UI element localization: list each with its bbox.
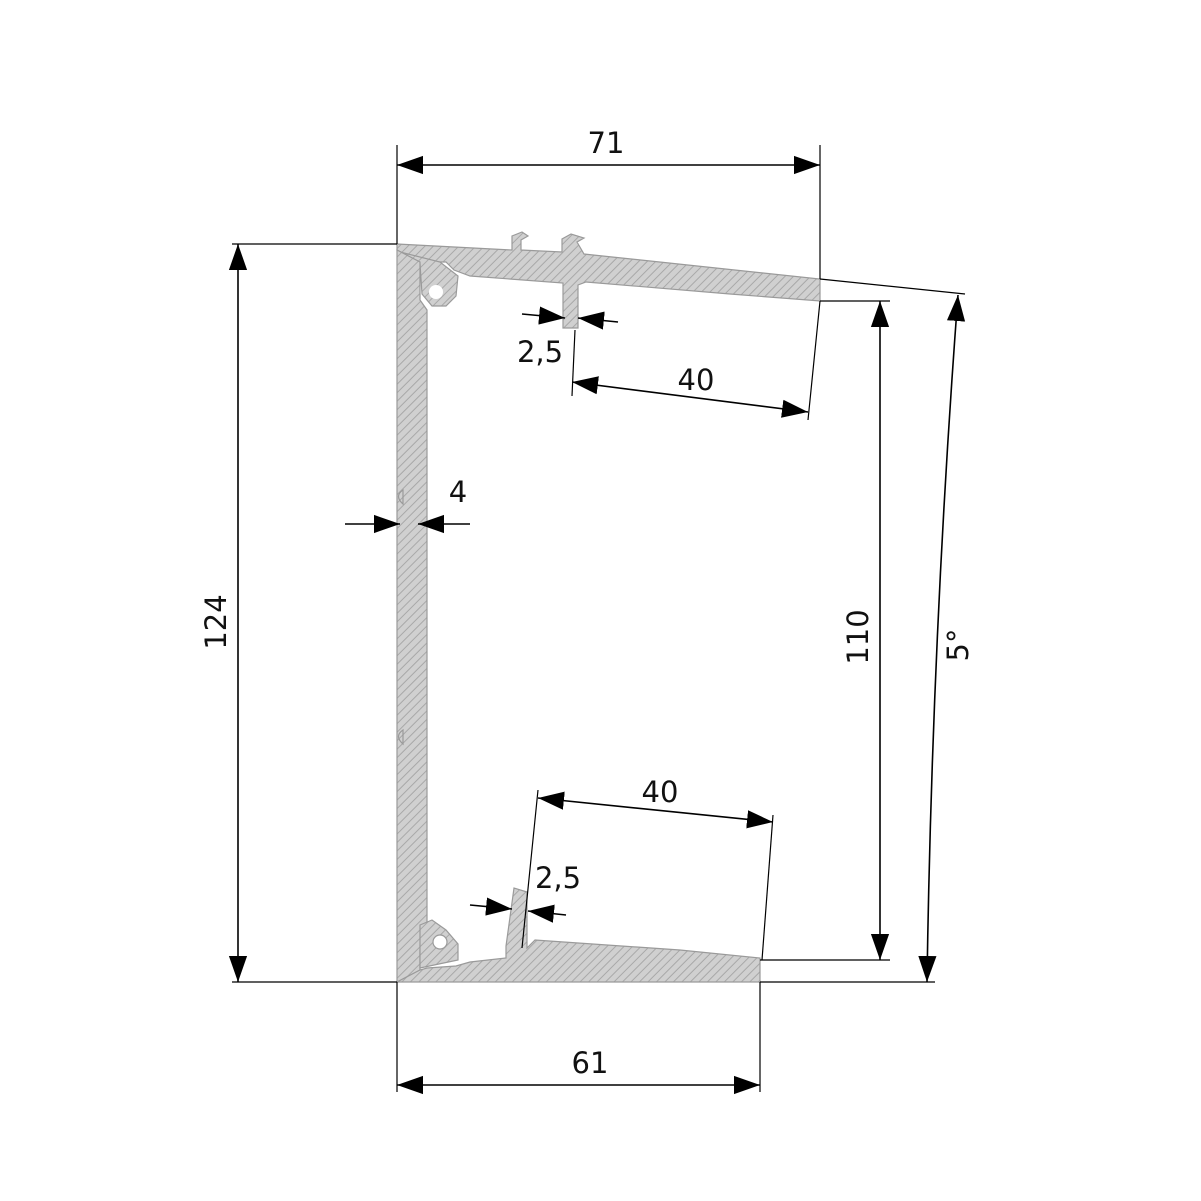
- wall-bump-upper: [397, 488, 404, 506]
- label-top-width: 71: [588, 126, 625, 160]
- label-bottom-lip-thickness: 2,5: [535, 861, 581, 895]
- dim-line-angle: [918, 294, 966, 983]
- label-angle: 5°: [941, 629, 975, 662]
- label-total-height: 124: [199, 594, 233, 649]
- dim-line-bottom-lip-right: [527, 904, 567, 923]
- top-corner-hole: [429, 285, 443, 299]
- label-wall-thickness: 4: [449, 475, 467, 509]
- dimension-lines: [228, 155, 966, 1095]
- bottom-corner-hole: [432, 934, 448, 950]
- ext-flange-top-right: [807, 300, 821, 421]
- label-inner-height: 110: [841, 609, 875, 664]
- label-top-flange-depth: 40: [678, 363, 715, 397]
- ext-flange-top-left: [571, 329, 576, 397]
- dim-line-top-flange: [571, 376, 809, 418]
- ext-angle-top: [819, 278, 966, 295]
- extension-lines: [232, 145, 966, 1092]
- wall-bump-lower: [397, 728, 404, 746]
- label-top-lip-thickness: 2,5: [517, 335, 563, 369]
- bottom-flange: [396, 887, 761, 983]
- top-flange: [396, 231, 821, 329]
- dim-line-top-lip-right: [577, 311, 619, 330]
- label-bottom-flange-depth: 40: [642, 775, 679, 809]
- dimension-labels: 71 61 124 110 5° 4 2,5 2,5 40 40: [199, 126, 975, 1080]
- ext-flange-bottom-left: [521, 789, 539, 949]
- profile-section: [396, 231, 821, 983]
- ext-flange-bottom-right: [761, 814, 774, 961]
- back-wall: [396, 249, 428, 983]
- label-bottom-width: 61: [572, 1046, 609, 1080]
- dim-line-top-lip-left: [521, 306, 566, 325]
- dim-line-bottom-flange: [537, 791, 774, 829]
- dim-line-bottom-lip-left: [469, 897, 513, 916]
